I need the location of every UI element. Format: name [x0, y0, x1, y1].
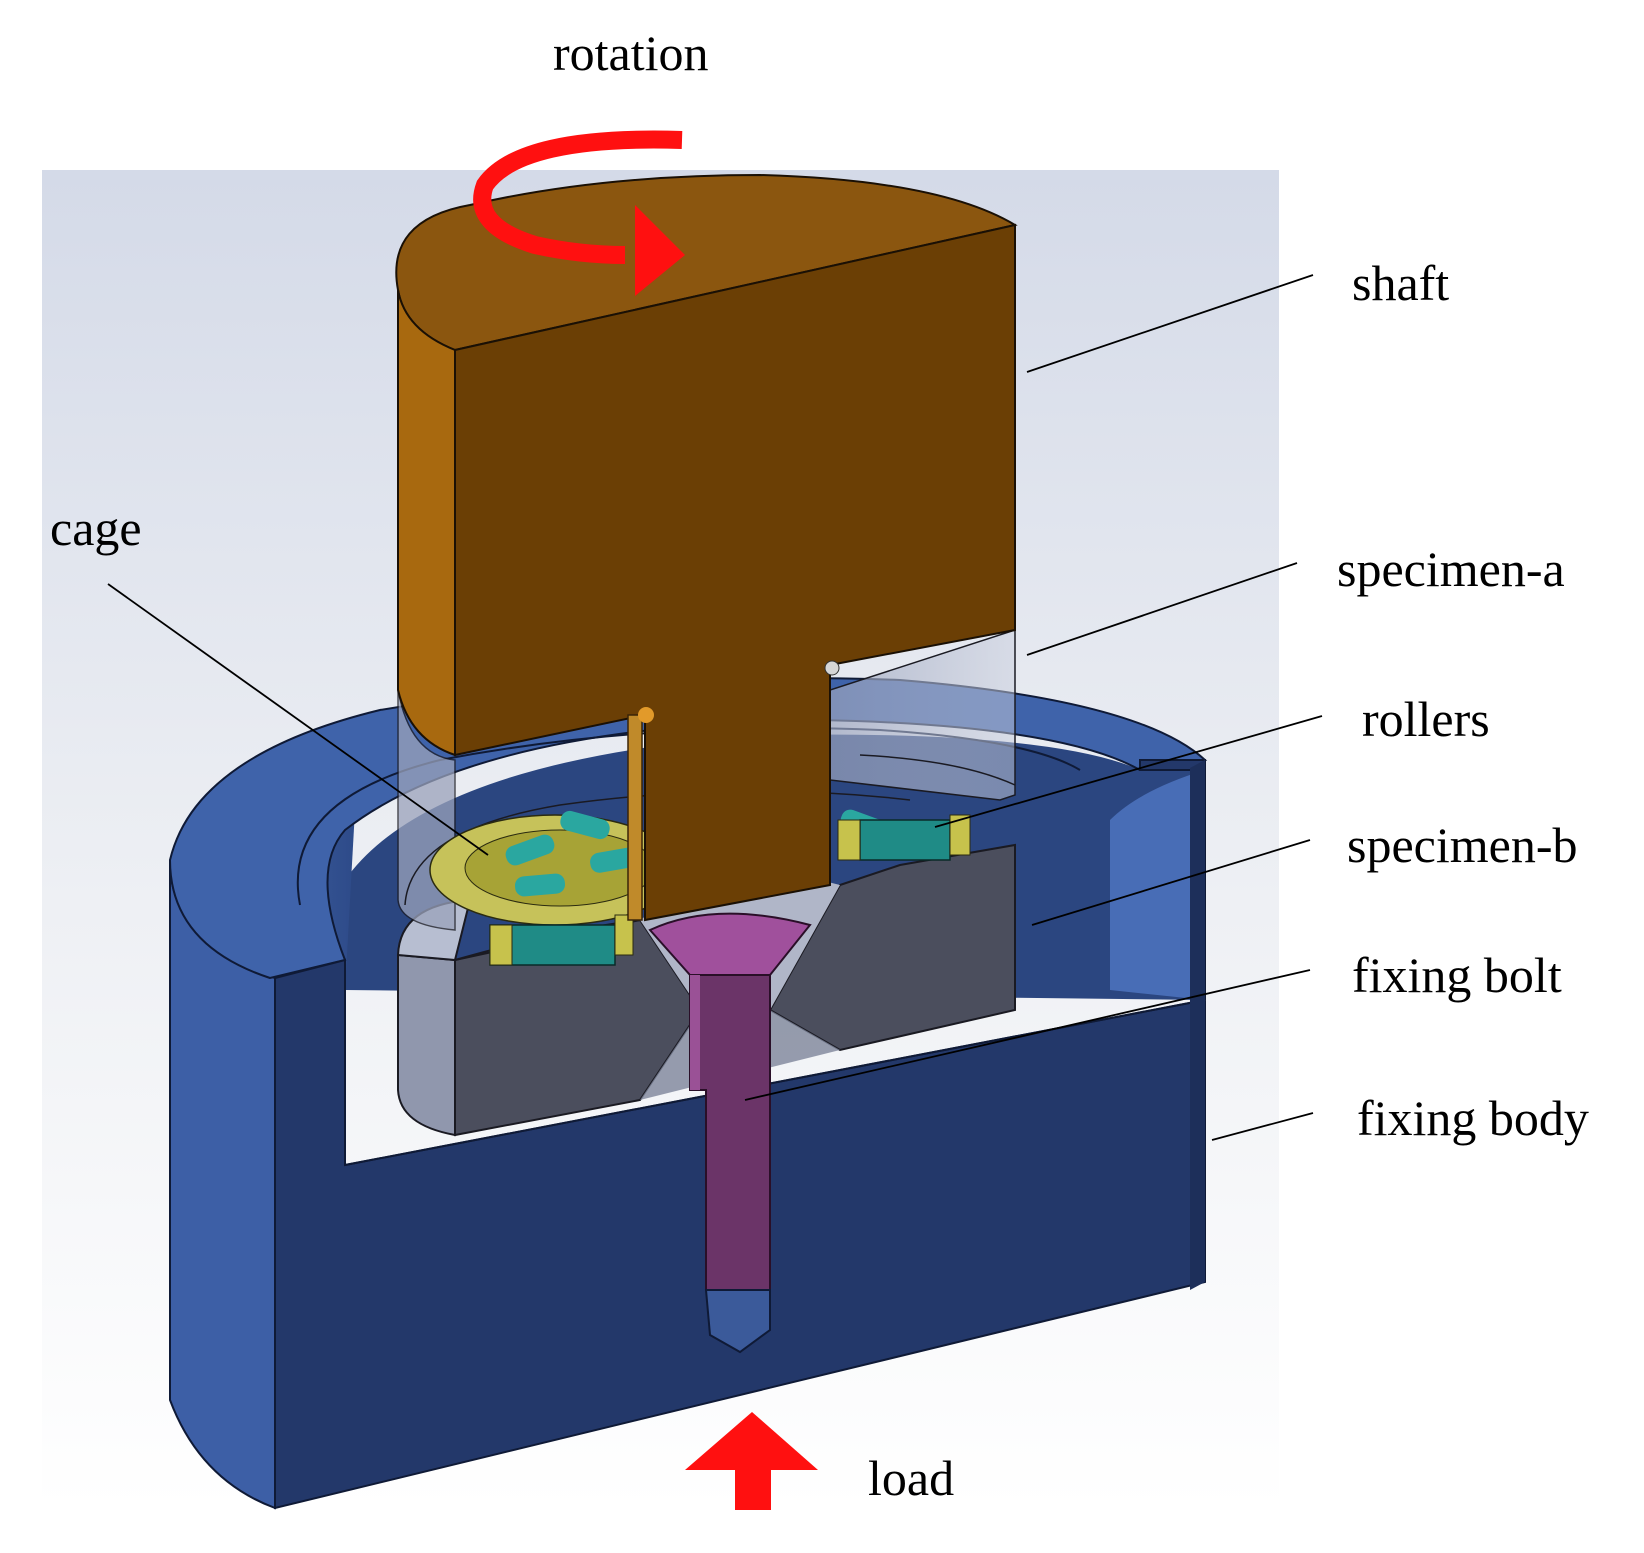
- shaft-pin: [627, 714, 643, 921]
- labels: rotation shaft specimen-a rollers specim…: [50, 25, 1589, 1506]
- label-specimen-b: specimen-b: [1347, 817, 1577, 873]
- label-load: load: [868, 1450, 954, 1506]
- label-cage: cage: [50, 500, 142, 556]
- label-fixing-body: fixing body: [1357, 1090, 1589, 1146]
- leader-lines: [107, 274, 1323, 1141]
- leader-fixing-bolt: [744, 969, 1311, 1101]
- load-arrow-icon: [685, 1412, 818, 1510]
- label-rollers: rollers: [1362, 691, 1490, 747]
- label-fixing-bolt: fixing bolt: [1352, 947, 1562, 1003]
- leader-shaft: [1026, 274, 1314, 373]
- label-specimen-a: specimen-a: [1337, 541, 1565, 597]
- leader-cage: [107, 583, 489, 856]
- rotation-arrow-icon: [473, 130, 685, 296]
- leader-fixing-body: [1211, 1112, 1314, 1141]
- leader-specimen-a: [1026, 562, 1298, 656]
- fixing-bolt: [648, 912, 812, 1354]
- label-shaft: shaft: [1352, 255, 1449, 311]
- shaft: [395, 173, 1018, 922]
- leader-specimen-b: [1031, 839, 1311, 926]
- leader-rollers: [934, 715, 1323, 828]
- label-rotation: rotation: [553, 25, 709, 81]
